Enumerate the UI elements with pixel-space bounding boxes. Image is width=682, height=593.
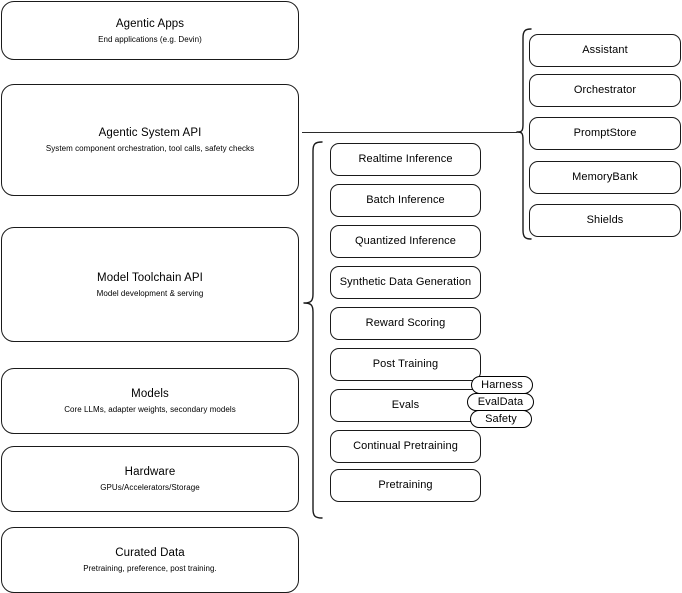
system-component-label: Shields	[586, 214, 624, 226]
stack-layer-model-toolchain-api[interactable]: Model Toolchain API Model development & …	[1, 227, 299, 342]
evals-subcomponent-label: Safety	[485, 413, 517, 425]
system-component-promptstore[interactable]: PromptStore	[529, 117, 681, 150]
stack-layer-title: Hardware	[124, 466, 176, 478]
toolchain-item-label: Pretraining	[378, 479, 433, 491]
stack-layer-subtitle: End applications (e.g. Devin)	[98, 34, 202, 44]
system-component-memorybank[interactable]: MemoryBank	[529, 161, 681, 194]
stack-layer-subtitle: System component orchestration, tool cal…	[45, 144, 255, 153]
system-component-label: Assistant	[582, 44, 628, 56]
toolchain-item-reward-scoring[interactable]: Reward Scoring	[330, 307, 481, 340]
toolchain-item-batch-inference[interactable]: Batch Inference	[330, 184, 481, 217]
stack-layer-title: Agentic System API	[98, 127, 202, 139]
toolchain-item-label: Realtime Inference	[358, 153, 453, 165]
stack-layer-title: Model Toolchain API	[97, 271, 203, 284]
toolchain-item-post-training[interactable]: Post Training	[330, 348, 481, 381]
stack-layer-hardware[interactable]: Hardware GPUs/Accelerators/Storage	[1, 446, 299, 512]
system-component-label: MemoryBank	[572, 171, 638, 183]
toolchain-item-evals[interactable]: Evals	[330, 389, 481, 422]
system-component-shields[interactable]: Shields	[529, 204, 681, 237]
stack-layer-agentic-apps[interactable]: Agentic Apps End applications (e.g. Devi…	[1, 1, 299, 60]
bracket-toolchain	[303, 141, 323, 519]
evals-subcomponent-safety[interactable]: Safety	[470, 410, 532, 428]
evals-subcomponent-label: EvalData	[477, 396, 524, 408]
toolchain-item-label: Post Training	[372, 358, 439, 370]
evals-subcomponent-harness[interactable]: Harness	[471, 376, 533, 394]
stack-layer-title: Models	[131, 388, 169, 400]
toolchain-item-label: Reward Scoring	[365, 317, 446, 329]
stack-layer-subtitle: Core LLMs, adapter weights, secondary mo…	[64, 405, 236, 414]
connector-line-system-api	[302, 132, 517, 133]
toolchain-item-label: Quantized Inference	[355, 235, 456, 247]
evals-subcomponent-evaldata[interactable]: EvalData	[467, 393, 534, 411]
system-component-label: Orchestrator	[573, 84, 637, 96]
bracket-system-components	[516, 28, 532, 240]
system-component-orchestrator[interactable]: Orchestrator	[529, 74, 681, 107]
stack-layer-models[interactable]: Models Core LLMs, adapter weights, secon…	[1, 368, 299, 434]
stack-layer-title: Curated Data	[115, 547, 185, 559]
toolchain-item-synthetic-data-generation[interactable]: Synthetic Data Generation	[330, 266, 481, 299]
stack-layer-subtitle: GPUs/Accelerators/Storage	[100, 483, 200, 492]
evals-subcomponent-label: Harness	[481, 379, 523, 391]
stack-layer-curated-data[interactable]: Curated Data Pretraining, preference, po…	[1, 527, 299, 593]
toolchain-item-label: Continual Pretraining	[353, 440, 458, 452]
toolchain-item-continual-pretraining[interactable]: Continual Pretraining	[330, 430, 481, 463]
system-component-label: PromptStore	[573, 127, 637, 139]
stack-layer-subtitle: Model development & serving	[96, 288, 204, 298]
stack-layer-title: Agentic Apps	[115, 17, 185, 30]
toolchain-item-realtime-inference[interactable]: Realtime Inference	[330, 143, 481, 176]
toolchain-item-label: Evals	[391, 399, 420, 411]
stack-layer-subtitle: Pretraining, preference, post training.	[83, 564, 217, 573]
stack-layer-agentic-system-api[interactable]: Agentic System API System component orch…	[1, 84, 299, 196]
toolchain-item-quantized-inference[interactable]: Quantized Inference	[330, 225, 481, 258]
toolchain-item-label: Synthetic Data Generation	[339, 276, 472, 288]
toolchain-item-pretraining[interactable]: Pretraining	[330, 469, 481, 502]
toolchain-item-label: Batch Inference	[366, 194, 445, 206]
system-component-assistant[interactable]: Assistant	[529, 34, 681, 67]
